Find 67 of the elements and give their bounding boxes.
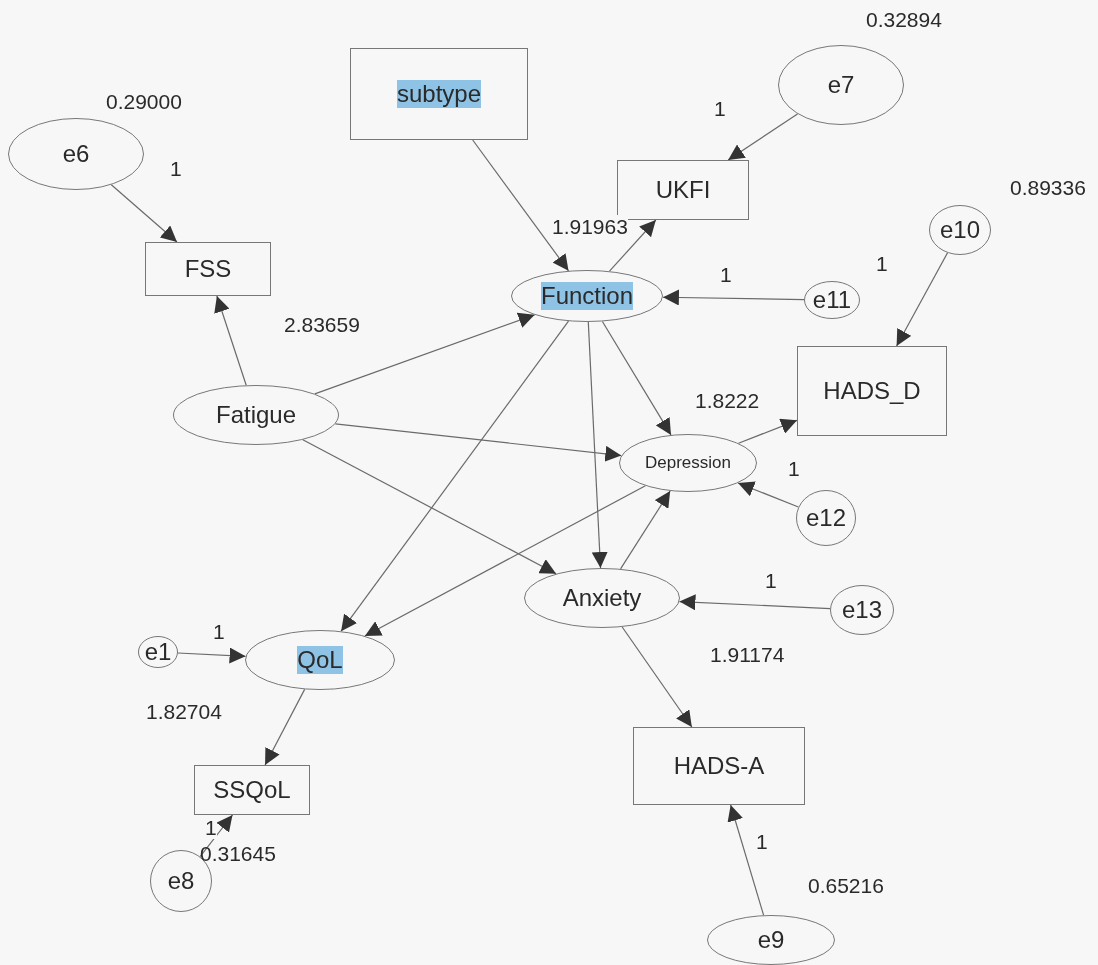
- variable-name: HADS-A: [673, 752, 765, 780]
- arrow: [608, 219, 657, 272]
- variance-value: 0.65216: [808, 874, 884, 898]
- variance-value: 0.89336: [1010, 176, 1086, 200]
- observed-variable-box: [797, 346, 947, 436]
- variable-name: HADS_D: [823, 377, 921, 405]
- variable-name: e12: [805, 504, 846, 532]
- latent-variable-ellipse: [707, 915, 835, 965]
- arrow: [737, 418, 798, 444]
- variable-name: e1: [144, 638, 172, 666]
- arrow: [110, 184, 178, 243]
- latent-variable-ellipse: [830, 585, 894, 635]
- latent-variable-ellipse: [511, 270, 663, 322]
- variable-name: UKFI: [655, 176, 711, 204]
- latent-variable-ellipse: [778, 45, 904, 125]
- arrow: [264, 688, 306, 766]
- observed-variable-box: [194, 765, 310, 815]
- variable-name: e9: [757, 926, 785, 954]
- observed-variable-box: [617, 160, 749, 220]
- arrow: [199, 814, 234, 858]
- variance-value: 0.32894: [866, 8, 942, 32]
- latent-variable-ellipse: [796, 490, 856, 546]
- arrow: [364, 485, 646, 637]
- arrow: [662, 289, 805, 306]
- arrow: [727, 113, 799, 161]
- arrow: [340, 320, 570, 632]
- arrow: [621, 626, 693, 728]
- arrow: [214, 295, 247, 386]
- latent-variable-ellipse: [804, 281, 860, 319]
- arrow: [177, 647, 247, 664]
- arrow: [678, 594, 831, 611]
- variable-name: e8: [167, 867, 195, 895]
- variable-name: Anxiety: [562, 584, 642, 612]
- variable-name: QoL: [297, 646, 343, 674]
- latent-variable-ellipse: [619, 434, 757, 492]
- variable-name: e10: [939, 216, 980, 244]
- arrow: [727, 804, 765, 916]
- observed-variable-box: [145, 242, 271, 296]
- latent-variable-ellipse: [173, 385, 339, 445]
- arrow: [601, 320, 672, 436]
- arrow: [472, 139, 570, 272]
- arrow: [334, 423, 622, 462]
- variable-name: Depression: [645, 453, 731, 473]
- latent-variable-ellipse: [245, 630, 395, 690]
- observed-variable-box: [350, 48, 528, 140]
- latent-variable-ellipse: [138, 636, 178, 668]
- variable-name: e7: [827, 71, 855, 99]
- arrow: [587, 321, 608, 569]
- variance-value: 0.29000: [106, 90, 182, 114]
- arrow: [302, 439, 557, 575]
- variable-name: Function: [540, 282, 634, 310]
- observed-variable-box: [633, 727, 805, 805]
- variance-value: 0.31645: [200, 842, 276, 866]
- arrow: [737, 481, 799, 508]
- latent-variable-ellipse: [8, 118, 144, 190]
- variable-name: FSS: [184, 255, 232, 283]
- variable-name: e6: [62, 140, 90, 168]
- variable-name: SSQoL: [213, 776, 291, 804]
- variable-name: e11: [812, 286, 852, 314]
- arrow: [619, 490, 671, 570]
- latent-variable-ellipse: [929, 205, 991, 255]
- variable-name: e13: [841, 596, 882, 624]
- variable-name: Fatigue: [215, 401, 297, 429]
- arrow: [896, 252, 949, 347]
- arrow: [314, 312, 536, 395]
- variable-name: subtype: [396, 80, 482, 108]
- latent-variable-ellipse: [524, 568, 680, 628]
